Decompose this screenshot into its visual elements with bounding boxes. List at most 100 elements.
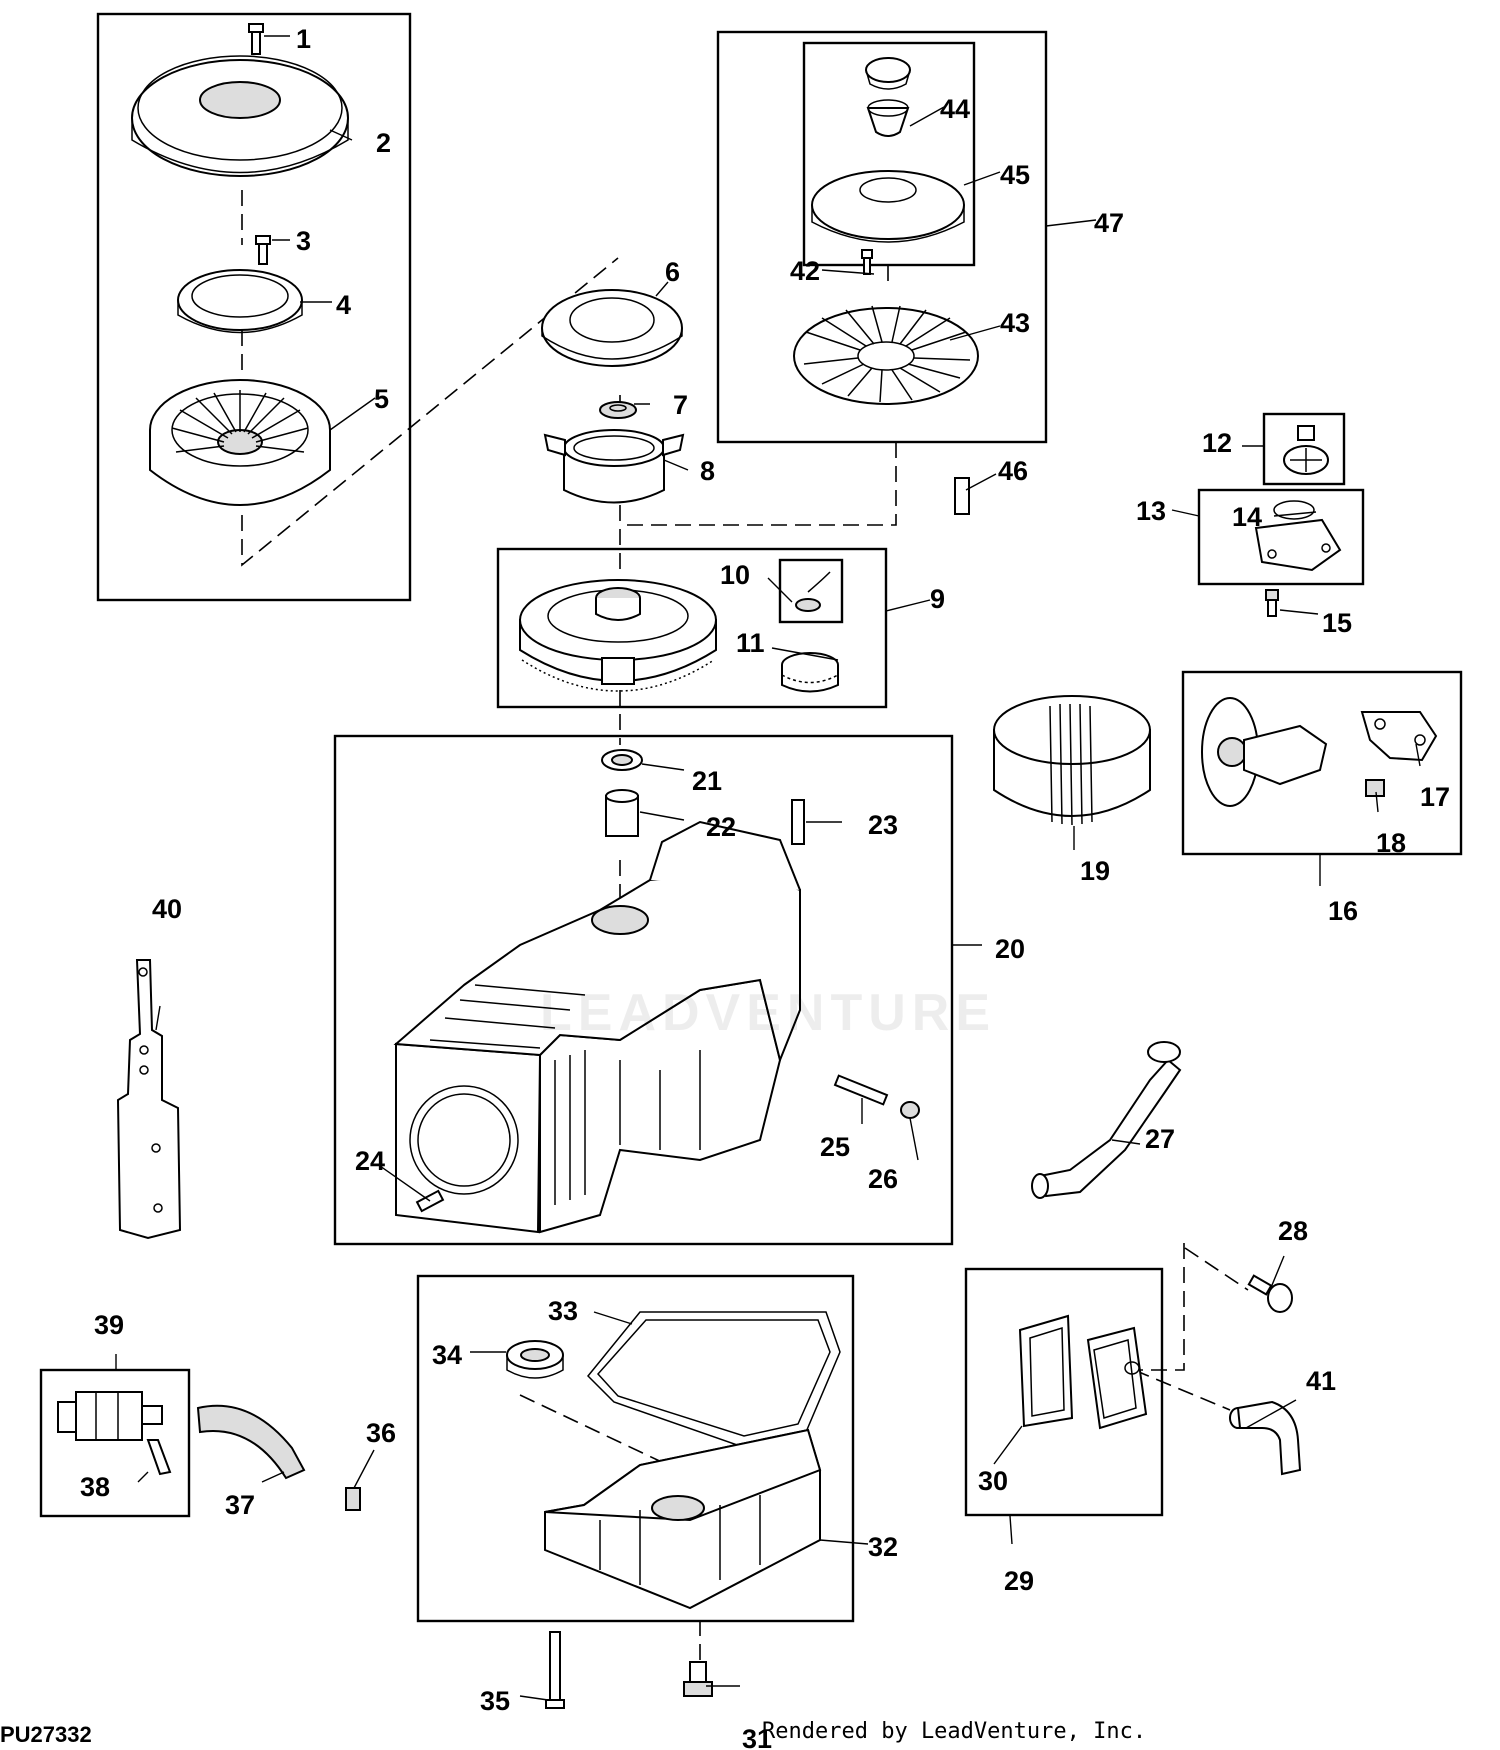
filter-adapter-part-16 [1201,697,1328,807]
group-box-solenoid-39 [39,1368,191,1518]
breather-part-29 [1086,1326,1148,1430]
callout-37: 37 [225,1490,255,1520]
callout-34: 34 [432,1340,462,1370]
callout-43: 43 [1000,308,1030,338]
callout-35: 35 [480,1686,510,1716]
callout-27: 27 [1145,1124,1175,1154]
crankcase-part-20 [393,820,801,1234]
callout-30: 30 [978,1466,1008,1496]
callout-13: 13 [1136,496,1166,526]
screw-part-15 [1265,589,1279,617]
key-part-46 [954,477,970,515]
group-box-flywheel-9 [496,547,888,709]
oil-pan-part-32 [544,1428,822,1610]
callout-41: 41 [1306,1366,1336,1396]
callout-23: 23 [868,810,898,840]
callout-labels: 1 2 3 4 5 6 7 8 9 10 11 12 13 14 15 16 1… [80,24,1450,1750]
cover-part-13 [1254,518,1342,572]
callout-28: 28 [1278,1216,1308,1246]
callout-25: 25 [820,1132,850,1162]
bushing-part-22 [605,789,639,837]
group-box-cover-13 [1197,488,1365,586]
oring-part-14 [1273,500,1315,520]
leader-lines [115,35,1421,1701]
callout-7: 7 [673,390,688,420]
gasket-part-33 [586,1311,841,1447]
callout-17: 17 [1420,782,1450,812]
group-box-blower-housing [96,12,412,602]
plug-part-31 [683,1661,713,1697]
callout-26: 26 [868,1164,898,1194]
elbow-fitting-part-41 [1229,1400,1302,1476]
screw-part-1 [248,23,264,55]
callout-19: 19 [1080,856,1110,886]
watermark: LEADVENTURE [540,984,996,1042]
cap-part-44 [865,57,911,137]
key-part-10 [795,571,831,612]
callout-18: 18 [1376,828,1406,858]
screw-part-3 [255,235,271,265]
group-box-key-10 [778,558,844,624]
callout-1: 1 [296,24,311,54]
callout-38: 38 [80,1472,110,1502]
nut-part-26 [900,1101,920,1119]
breather-tube-part-27 [1031,1041,1182,1199]
callout-3: 3 [296,226,311,256]
bolt-part-28 [1247,1274,1293,1313]
callout-5: 5 [374,384,389,414]
callout-33: 33 [548,1296,578,1326]
callout-16: 16 [1328,896,1358,926]
bolt-part-42 [861,249,873,275]
group-box-breather-29 [964,1267,1164,1517]
rotating-screen-part-2 [131,55,349,177]
callout-47: 47 [1094,208,1124,238]
callout-46: 46 [998,456,1028,486]
callout-36: 36 [366,1418,396,1448]
credit-text: Rendered by LeadVenture, Inc. [762,1719,1147,1744]
callout-10: 10 [720,560,750,590]
assembly-line-blower [241,190,619,567]
solenoid-part-39 [57,1391,163,1441]
cup-part-8 [543,429,685,504]
cover-part-37 [196,1404,306,1480]
cooling-fan-part-5 [149,379,331,506]
callout-39: 39 [94,1310,124,1340]
callout-21: 21 [692,766,722,796]
oil-seal-part-34 [506,1340,564,1379]
plug-part-18 [1365,779,1385,797]
flywheel-part-9 [519,579,717,692]
gasket-part-30 [1018,1314,1074,1428]
figure-id: PU27332 [0,1722,92,1747]
gasket-part-17 [1360,711,1438,762]
callout-44: 44 [940,94,970,124]
flywheel-fan-part-43 [793,305,979,405]
callout-15: 15 [1322,608,1352,638]
dowel-pin-part-23 [791,799,805,845]
bracket-part-40 [116,959,182,1240]
callout-14: 14 [1232,502,1262,532]
callout-12: 12 [1202,428,1232,458]
cap-part-12 [1283,425,1329,475]
plate-part-6 [541,289,683,367]
retainer-ring-part-4 [177,269,303,334]
callout-32: 32 [868,1532,898,1562]
callout-42: 42 [790,256,820,286]
wire-part-38 [146,1439,172,1476]
assembly-line-breather [1133,1243,1249,1411]
callout-9: 9 [930,584,945,614]
callout-11: 11 [736,628,765,658]
callout-2: 2 [376,128,391,158]
callout-20: 20 [995,934,1025,964]
callout-8: 8 [700,456,715,486]
callout-22: 22 [706,812,736,842]
washer-part-7 [599,401,637,419]
starter-gear-part-11 [781,652,839,693]
seal-part-21 [601,749,643,771]
callout-6: 6 [665,257,680,287]
callout-40: 40 [152,894,182,924]
group-box-flywheel-kit-47 [716,30,1048,444]
group-box-crankcase-20 [333,734,954,1246]
callout-45: 45 [1000,160,1030,190]
group-box-sump-32 [416,1274,855,1623]
callout-24: 24 [355,1146,385,1176]
